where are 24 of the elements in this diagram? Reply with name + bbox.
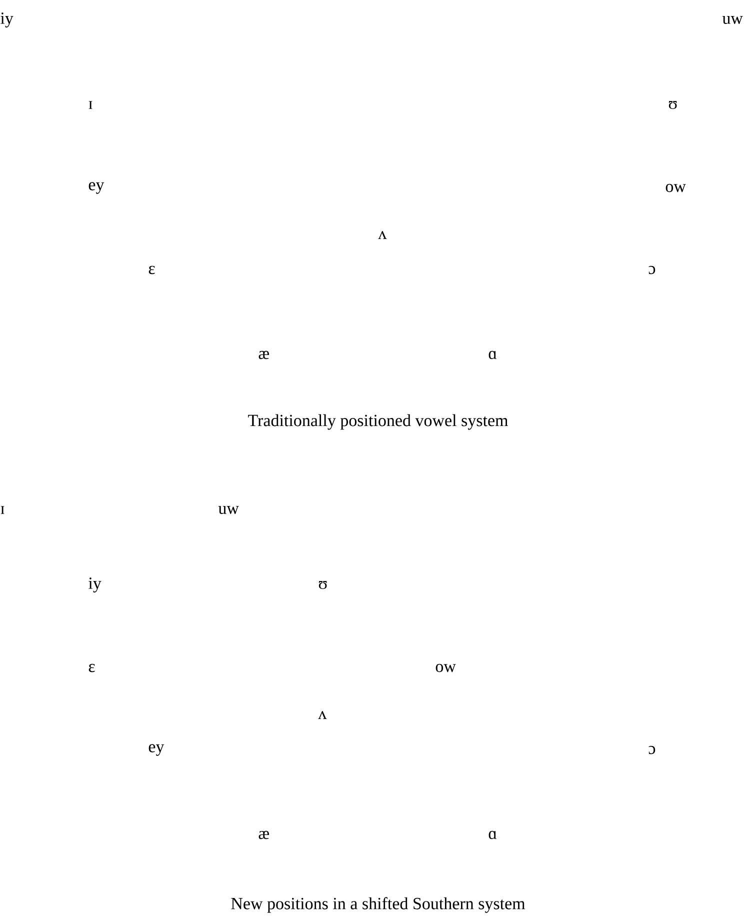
vowel-symbol: ɑ bbox=[488, 350, 496, 360]
vowel-symbol: ow bbox=[666, 184, 686, 192]
vowel-symbol: ɔ bbox=[648, 266, 656, 274]
caption: New positions in a shifted Southern system bbox=[231, 897, 526, 913]
vowel-symbol: ɛ bbox=[148, 266, 155, 274]
vowel-symbol: æ bbox=[258, 830, 269, 840]
vowel-symbol: ɛ bbox=[88, 664, 95, 672]
vowel-symbol: ɪ bbox=[88, 101, 92, 109]
vowel-symbol: uw bbox=[722, 16, 743, 24]
caption: Traditionally positioned vowel system bbox=[248, 414, 508, 430]
vowel-symbol: uw bbox=[218, 506, 239, 514]
vowel-symbol: ʌ bbox=[318, 711, 327, 719]
vowel-symbol: ɑ bbox=[488, 830, 496, 840]
vowel-symbol: ʊ bbox=[318, 581, 327, 589]
vowel-symbol: ɔ bbox=[648, 746, 656, 754]
vowel-symbol: iy bbox=[0, 12, 14, 28]
vowel-symbol: ow bbox=[436, 664, 456, 672]
vowel-symbol: æ bbox=[258, 350, 269, 360]
vowel-symbol: ɪ bbox=[0, 506, 4, 514]
vowel-symbol: ey bbox=[88, 182, 104, 194]
vowel-symbol: iy bbox=[88, 578, 102, 592]
vowel-symbol: ey bbox=[148, 744, 164, 756]
vowel-symbol: ʊ bbox=[668, 101, 677, 109]
vowel-symbol: ʌ bbox=[378, 231, 387, 239]
